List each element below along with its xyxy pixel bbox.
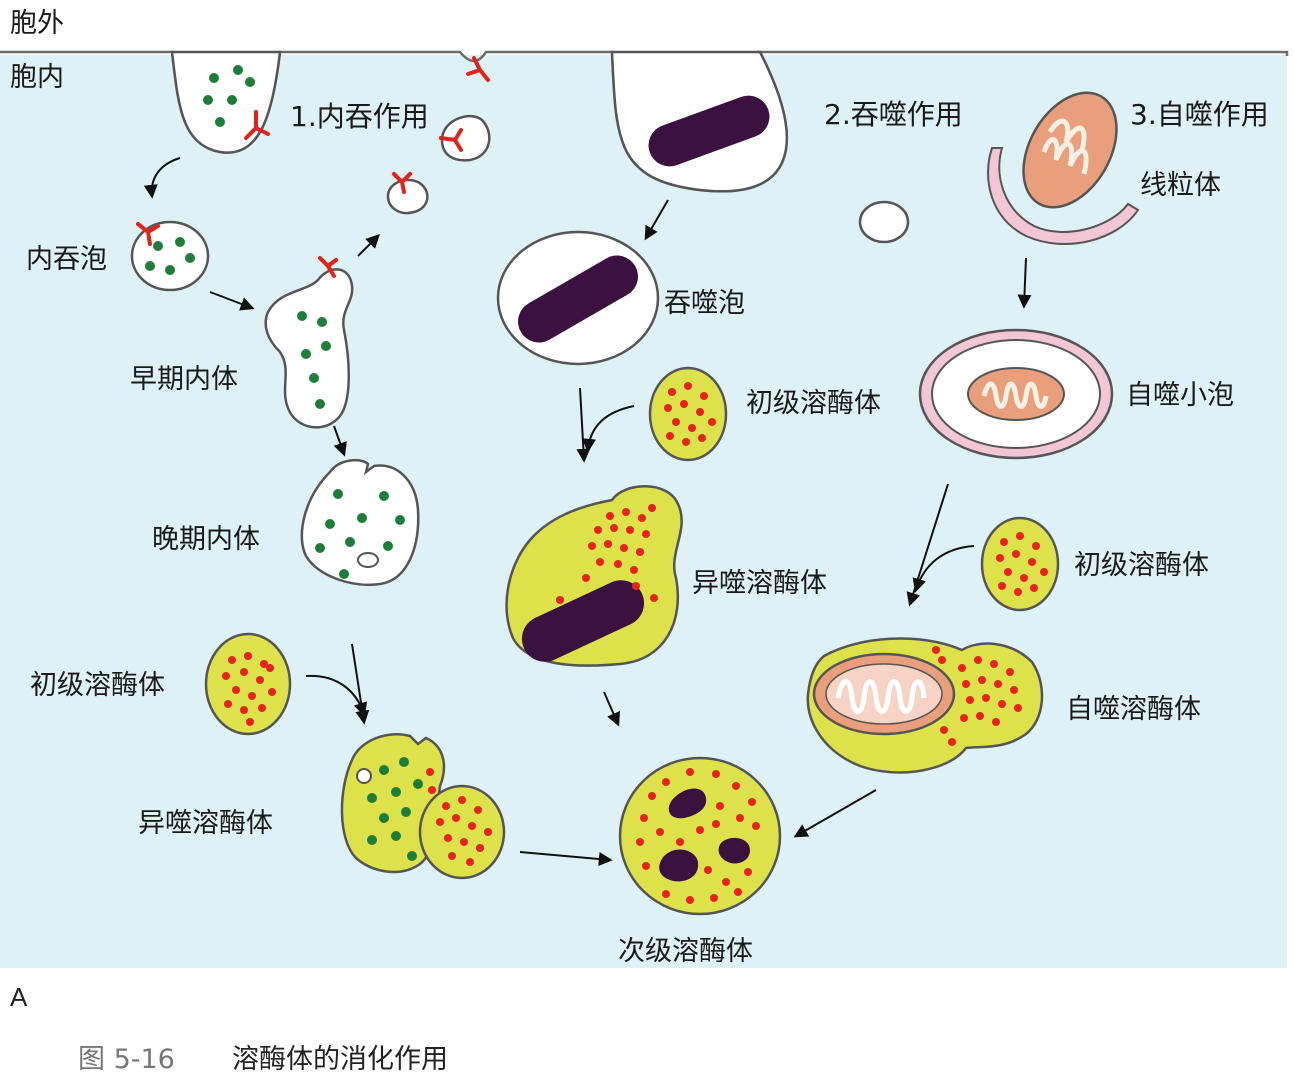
label-primary-lysosome-left: 初级溶酶体 [30,670,165,701]
label-autophagic-vacuole: 自噬小泡 [1126,380,1234,411]
phagosome [496,230,660,366]
early-endosome [264,256,354,429]
figure-caption: 图 5-16 溶酶体的消化作用 [78,1044,448,1075]
label-outside: 胞外 [10,8,64,39]
label-late-endosome: 晚期内体 [152,524,260,555]
heterophagic-lysosome-mid [505,485,683,667]
caption-number: 图 5-16 [78,1044,175,1075]
label-primary-lysosome-mid: 初级溶酶体 [746,388,881,419]
label-inside: 胞内 [10,62,64,93]
label-endocytic-vesicle: 内吞泡 [26,244,107,275]
primary-lysosome-left [204,632,292,736]
endocytic-vesicle [130,220,210,292]
primary-lysosome-mid [648,366,728,462]
label-secondary-lysosome: 次级溶酶体 [618,936,753,967]
caption-title: 溶酶体的消化作用 [232,1044,448,1075]
label-primary-lysosome-right: 初级溶酶体 [1074,550,1209,581]
panel-letter: A [10,982,28,1012]
label-mitochondrion: 线粒体 [1140,170,1221,201]
endocytosis-pit-cargo [203,65,255,127]
mitochondrion-with-membrane [987,91,1140,245]
heterophagic-lysosome-left [340,733,506,880]
labels: 胞外 胞内 1.内吞作用 2.吞噬作用 3.自噬作用 内吞泡 早期内体 晚期内体… [10,8,1269,967]
label-phagocytosis: 2.吞噬作用 [824,98,963,131]
label-heterophagic-lysosome-left: 异噬溶酶体 [138,808,273,839]
autophagic-vacuole [918,328,1114,460]
label-early-endosome: 早期内体 [130,364,238,395]
label-autophagic-lysosome: 自噬溶酶体 [1066,694,1201,725]
recycling-vesicles [386,114,491,215]
label-autophagy: 3.自噬作用 [1130,98,1269,131]
secondary-lysosome [618,756,782,916]
bacterium-in-pit [648,95,770,167]
late-endosome [300,458,420,586]
small-white-vesicle [858,200,910,244]
label-phagosome: 吞噬泡 [664,288,745,319]
primary-lysosome-right [980,516,1060,612]
label-endocytosis: 1.内吞作用 [290,100,429,133]
pathway-arrows [143,157,1032,866]
label-heterophagic-lysosome-mid: 异噬溶酶体 [692,568,827,599]
autophagic-lysosome [806,637,1044,774]
